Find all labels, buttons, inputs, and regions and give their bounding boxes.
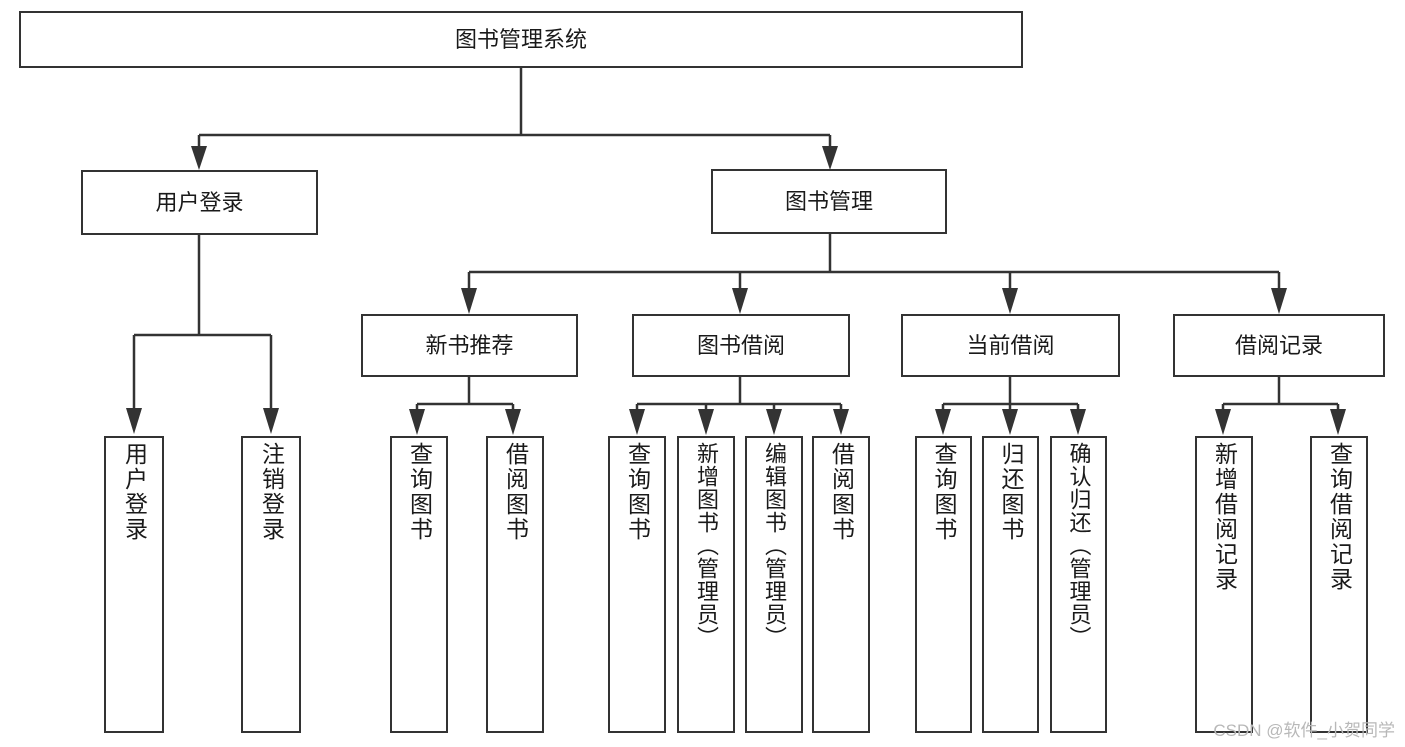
node-current-borrow[interactable]: 当前借阅: [901, 314, 1120, 377]
leaf-borrow-edit-book-admin[interactable]: 编辑图书（管理员）: [745, 436, 803, 733]
node-user-login[interactable]: 用户登录: [81, 170, 318, 235]
leaf-new-book-query[interactable]: 查询图书: [390, 436, 448, 733]
leaf-record-add[interactable]: 新增借阅记录: [1195, 436, 1253, 733]
node-book-management[interactable]: 图书管理: [711, 169, 947, 234]
node-new-book-recommend[interactable]: 新书推荐: [361, 314, 578, 377]
leaf-user-logout[interactable]: 注销登录: [241, 436, 301, 733]
node-label: 图书管理系统: [454, 26, 587, 52]
node-label: 图书借阅: [696, 332, 785, 358]
node-label: 查询借阅记录: [1326, 442, 1353, 592]
node-label: 注销登录: [258, 442, 285, 542]
node-label: 新书推荐: [425, 332, 514, 358]
leaf-current-confirm-return-admin[interactable]: 确认归还（管理员）: [1050, 436, 1107, 733]
node-label: 借阅图书: [502, 442, 529, 542]
node-label: 确认归还（管理员）: [1066, 442, 1092, 649]
leaf-current-query-book[interactable]: 查询图书: [915, 436, 972, 733]
node-label: 新增图书（管理员）: [694, 442, 719, 649]
node-label: 借阅记录: [1234, 332, 1323, 358]
leaf-borrow-query-book[interactable]: 查询图书: [608, 436, 666, 733]
leaf-user-login[interactable]: 用户登录: [104, 436, 164, 733]
node-label: 借阅图书: [828, 442, 855, 542]
node-label: 当前借阅: [966, 332, 1055, 358]
node-label: 用户登录: [121, 442, 148, 542]
leaf-new-book-borrow[interactable]: 借阅图书: [486, 436, 544, 733]
node-label: 查询图书: [931, 442, 957, 542]
node-label: 编辑图书（管理员）: [762, 442, 787, 649]
node-label: 新增借阅记录: [1211, 442, 1238, 592]
watermark: CSDN @软件_小贺同学: [1213, 721, 1395, 740]
leaf-record-query[interactable]: 查询借阅记录: [1310, 436, 1368, 733]
node-label: 查询图书: [406, 442, 433, 542]
leaf-borrow-add-book-admin[interactable]: 新增图书（管理员）: [677, 436, 735, 733]
node-label: 用户登录: [155, 189, 244, 215]
node-borrow-record[interactable]: 借阅记录: [1173, 314, 1385, 377]
leaf-current-return-book[interactable]: 归还图书: [982, 436, 1039, 733]
node-book-borrow[interactable]: 图书借阅: [632, 314, 850, 377]
node-label: 图书管理: [784, 188, 873, 214]
node-label: 归还图书: [998, 442, 1024, 542]
node-label: 查询图书: [624, 442, 651, 542]
leaf-borrow-borrow-book[interactable]: 借阅图书: [812, 436, 870, 733]
node-root-system[interactable]: 图书管理系统: [19, 11, 1023, 68]
